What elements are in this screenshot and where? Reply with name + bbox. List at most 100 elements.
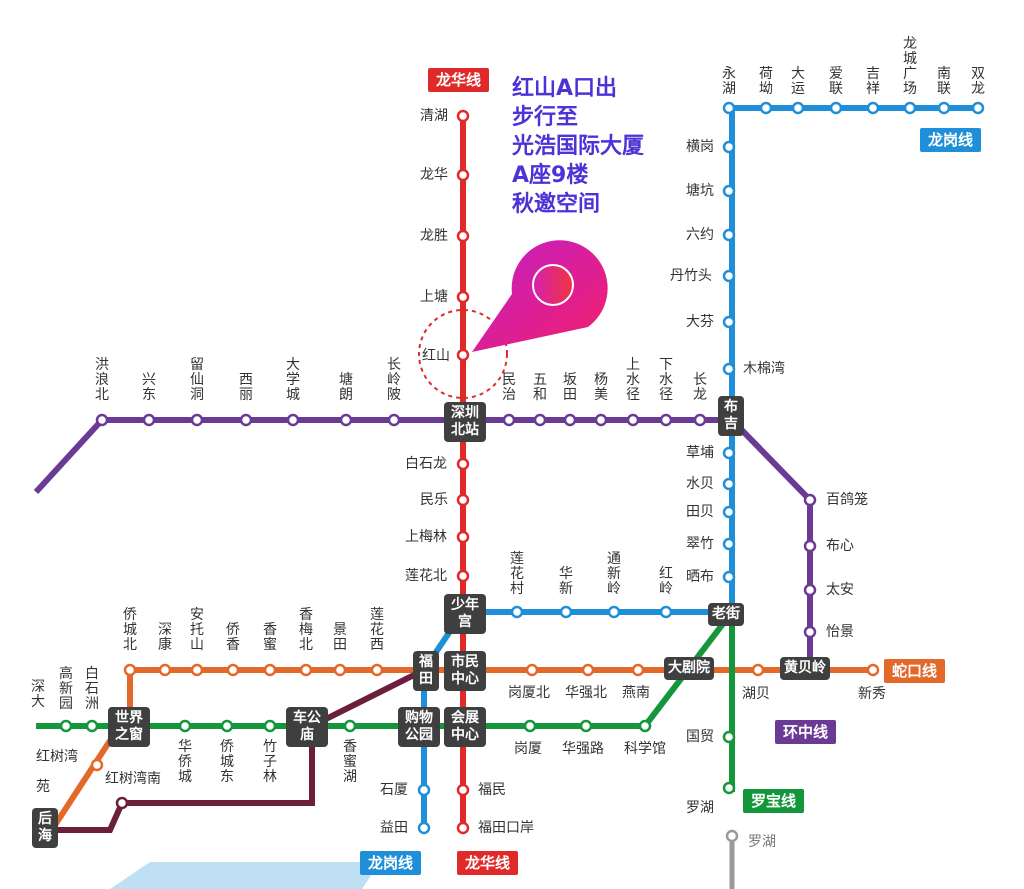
- interchange-laojie[interactable]: 老街: [708, 603, 744, 626]
- station-anxuoshan[interactable]: 安托山: [190, 607, 204, 653]
- interchange-shijiezhichuang[interactable]: 世界之窗: [108, 707, 150, 747]
- interchange-huizhan[interactable]: 会展中心: [444, 707, 486, 747]
- station-shangmeilin[interactable]: 上梅林: [405, 529, 447, 545]
- station-gangxiabei[interactable]: 岗厦北: [508, 685, 550, 701]
- station-changlingpi[interactable]: 长岭陂: [387, 357, 401, 403]
- station-yanan[interactable]: 燕南: [622, 685, 650, 701]
- station-xingdong[interactable]: 兴东: [142, 372, 156, 403]
- station-luohu-gray[interactable]: 罗湖: [748, 834, 776, 850]
- station-yitian[interactable]: 益田: [380, 820, 408, 836]
- station-lianhuabei[interactable]: 莲花北: [405, 568, 447, 584]
- station-hongling[interactable]: 红岭: [659, 566, 673, 597]
- station-jixiang[interactable]: 吉祥: [866, 66, 880, 97]
- station-gangxia[interactable]: 岗厦: [514, 741, 542, 757]
- station-tangkeng[interactable]: 塘坑: [686, 183, 714, 199]
- station-qiaochengdong[interactable]: 侨城东: [220, 739, 234, 785]
- interchange-shenzhenbei[interactable]: 深圳北站: [444, 402, 486, 442]
- station-hongshuwannan[interactable]: 红树湾南: [105, 771, 161, 787]
- station-tongxinling[interactable]: 通新岭: [607, 551, 621, 597]
- line-tag-longhua-bottom[interactable]: 龙华线: [457, 851, 519, 875]
- station-minle[interactable]: 民乐: [420, 492, 448, 508]
- station-hubei[interactable]: 湖贝: [742, 686, 770, 702]
- station-baishizhou[interactable]: 白石洲: [85, 666, 99, 712]
- station-guomao[interactable]: 国贸: [686, 729, 714, 745]
- station-fumin[interactable]: 福民: [478, 782, 506, 798]
- station-longhua[interactable]: 龙华: [420, 167, 448, 183]
- station-shangtang[interactable]: 上塘: [420, 289, 448, 305]
- station-shenkang[interactable]: 深康: [158, 622, 172, 653]
- station-longsheng[interactable]: 龙胜: [420, 228, 448, 244]
- station-xiangmihu[interactable]: 香蜜湖: [343, 739, 357, 785]
- station-minzhi[interactable]: 民治: [502, 372, 516, 403]
- station-danzhutou[interactable]: 丹竹头: [670, 268, 712, 284]
- station-luohu[interactable]: 罗湖: [686, 800, 714, 816]
- line-tag-longgang-bottom[interactable]: 龙岗线: [360, 851, 422, 875]
- station-caopu[interactable]: 草埔: [686, 445, 714, 461]
- line-tag-longhua-top[interactable]: 龙华线: [428, 68, 490, 92]
- interchange-shimin[interactable]: 市民中心: [444, 651, 486, 691]
- station-shenda[interactable]: 深大: [31, 679, 45, 710]
- station-shuanglong[interactable]: 双龙: [971, 66, 985, 97]
- station-hongshuwan[interactable]: 红树湾: [36, 749, 78, 765]
- interchange-futian[interactable]: 福田: [413, 651, 439, 691]
- station-qinghu[interactable]: 清湖: [420, 108, 448, 124]
- station-buxin[interactable]: 布心: [826, 538, 854, 554]
- station-hongbei[interactable]: 洪浪北: [95, 357, 109, 403]
- station-nanlian[interactable]: 南联: [937, 66, 951, 97]
- station-liuxiandong[interactable]: 留仙洞: [190, 357, 204, 403]
- station-baishilong[interactable]: 白石龙: [405, 456, 447, 472]
- station-hekan[interactable]: 荷坳: [759, 66, 773, 97]
- station-liuyue[interactable]: 六约: [686, 227, 714, 243]
- station-xiangmi[interactable]: 香蜜: [263, 622, 277, 653]
- station-daxuecheng[interactable]: 大学城: [286, 357, 300, 403]
- station-cuizhu[interactable]: 翠竹: [686, 536, 714, 552]
- station-taian[interactable]: 太安: [826, 582, 854, 598]
- station-yonghu[interactable]: 永湖: [722, 66, 736, 97]
- station-henggang[interactable]: 横岗: [686, 139, 714, 155]
- station-lianhuaxi[interactable]: 莲花西: [370, 607, 384, 653]
- line-tag-longgang-top[interactable]: 龙岗线: [920, 128, 982, 152]
- station-lianhuacun[interactable]: 莲花村: [510, 551, 524, 597]
- station-wuhe[interactable]: 五和: [533, 372, 547, 403]
- station-huaxin[interactable]: 华新: [559, 566, 573, 597]
- line-tag-luobao[interactable]: 罗宝线: [743, 789, 805, 813]
- station-dafen[interactable]: 大芬: [686, 314, 714, 330]
- station-kexueguan[interactable]: 科学馆: [624, 741, 666, 757]
- interchange-huangbeiling[interactable]: 黄贝岭: [780, 657, 830, 680]
- station-hongshan[interactable]: 红山: [422, 348, 450, 364]
- station-xili[interactable]: 西丽: [239, 372, 253, 403]
- station-xinxiu[interactable]: 新秀: [858, 686, 886, 702]
- station-huaqianglu[interactable]: 华强路: [562, 741, 604, 757]
- station-shuibei[interactable]: 水贝: [686, 476, 714, 492]
- interchange-buji[interactable]: 布吉: [718, 396, 744, 436]
- station-shixia[interactable]: 石厦: [380, 782, 408, 798]
- station-gaoxinyuan[interactable]: 高新园: [59, 666, 73, 712]
- station-qiaochengbei[interactable]: 侨城北: [123, 607, 137, 653]
- station-xiangmeibei[interactable]: 香梅北: [299, 607, 313, 653]
- station-qiaoxiang[interactable]: 侨香: [226, 622, 240, 653]
- line-tag-huanzhong[interactable]: 环中线: [775, 720, 837, 744]
- station-baigelong[interactable]: 百鸽笼: [826, 492, 868, 508]
- station-zhuzilin[interactable]: 竹子林: [263, 739, 277, 785]
- station-shangshuijing[interactable]: 上水径: [626, 357, 640, 403]
- station-futiankouan[interactable]: 福田口岸: [478, 820, 534, 836]
- interchange-gouwugongyuan[interactable]: 购物公园: [398, 707, 440, 747]
- station-xiashuijing[interactable]: 下水径: [659, 357, 673, 403]
- station-yijing[interactable]: 怡景: [826, 624, 854, 640]
- station-jingtian[interactable]: 景田: [333, 622, 347, 653]
- station-ailian[interactable]: 爱联: [829, 66, 843, 97]
- station-tanglang[interactable]: 塘朗: [339, 372, 353, 403]
- station-dayun[interactable]: 大运: [791, 66, 805, 97]
- interchange-juyuan[interactable]: 大剧院: [664, 657, 714, 680]
- interchange-shaoniangong[interactable]: 少年宫: [444, 594, 486, 634]
- station-huaqiaocheng[interactable]: 华侨城: [178, 739, 192, 785]
- interchange-houhai[interactable]: 后海: [32, 808, 58, 848]
- station-tianbei[interactable]: 田贝: [686, 504, 714, 520]
- station-yangmei[interactable]: 杨美: [594, 372, 608, 403]
- line-tag-shekou[interactable]: 蛇口线: [884, 659, 946, 683]
- station-bantian[interactable]: 坂田: [563, 372, 577, 403]
- station-longchengguangchang[interactable]: 龙城广场: [903, 36, 917, 97]
- station-mumianwan[interactable]: 木棉湾: [743, 361, 785, 377]
- station-changlong[interactable]: 长龙: [693, 372, 707, 403]
- station-huaqiangbei[interactable]: 华强北: [565, 685, 607, 701]
